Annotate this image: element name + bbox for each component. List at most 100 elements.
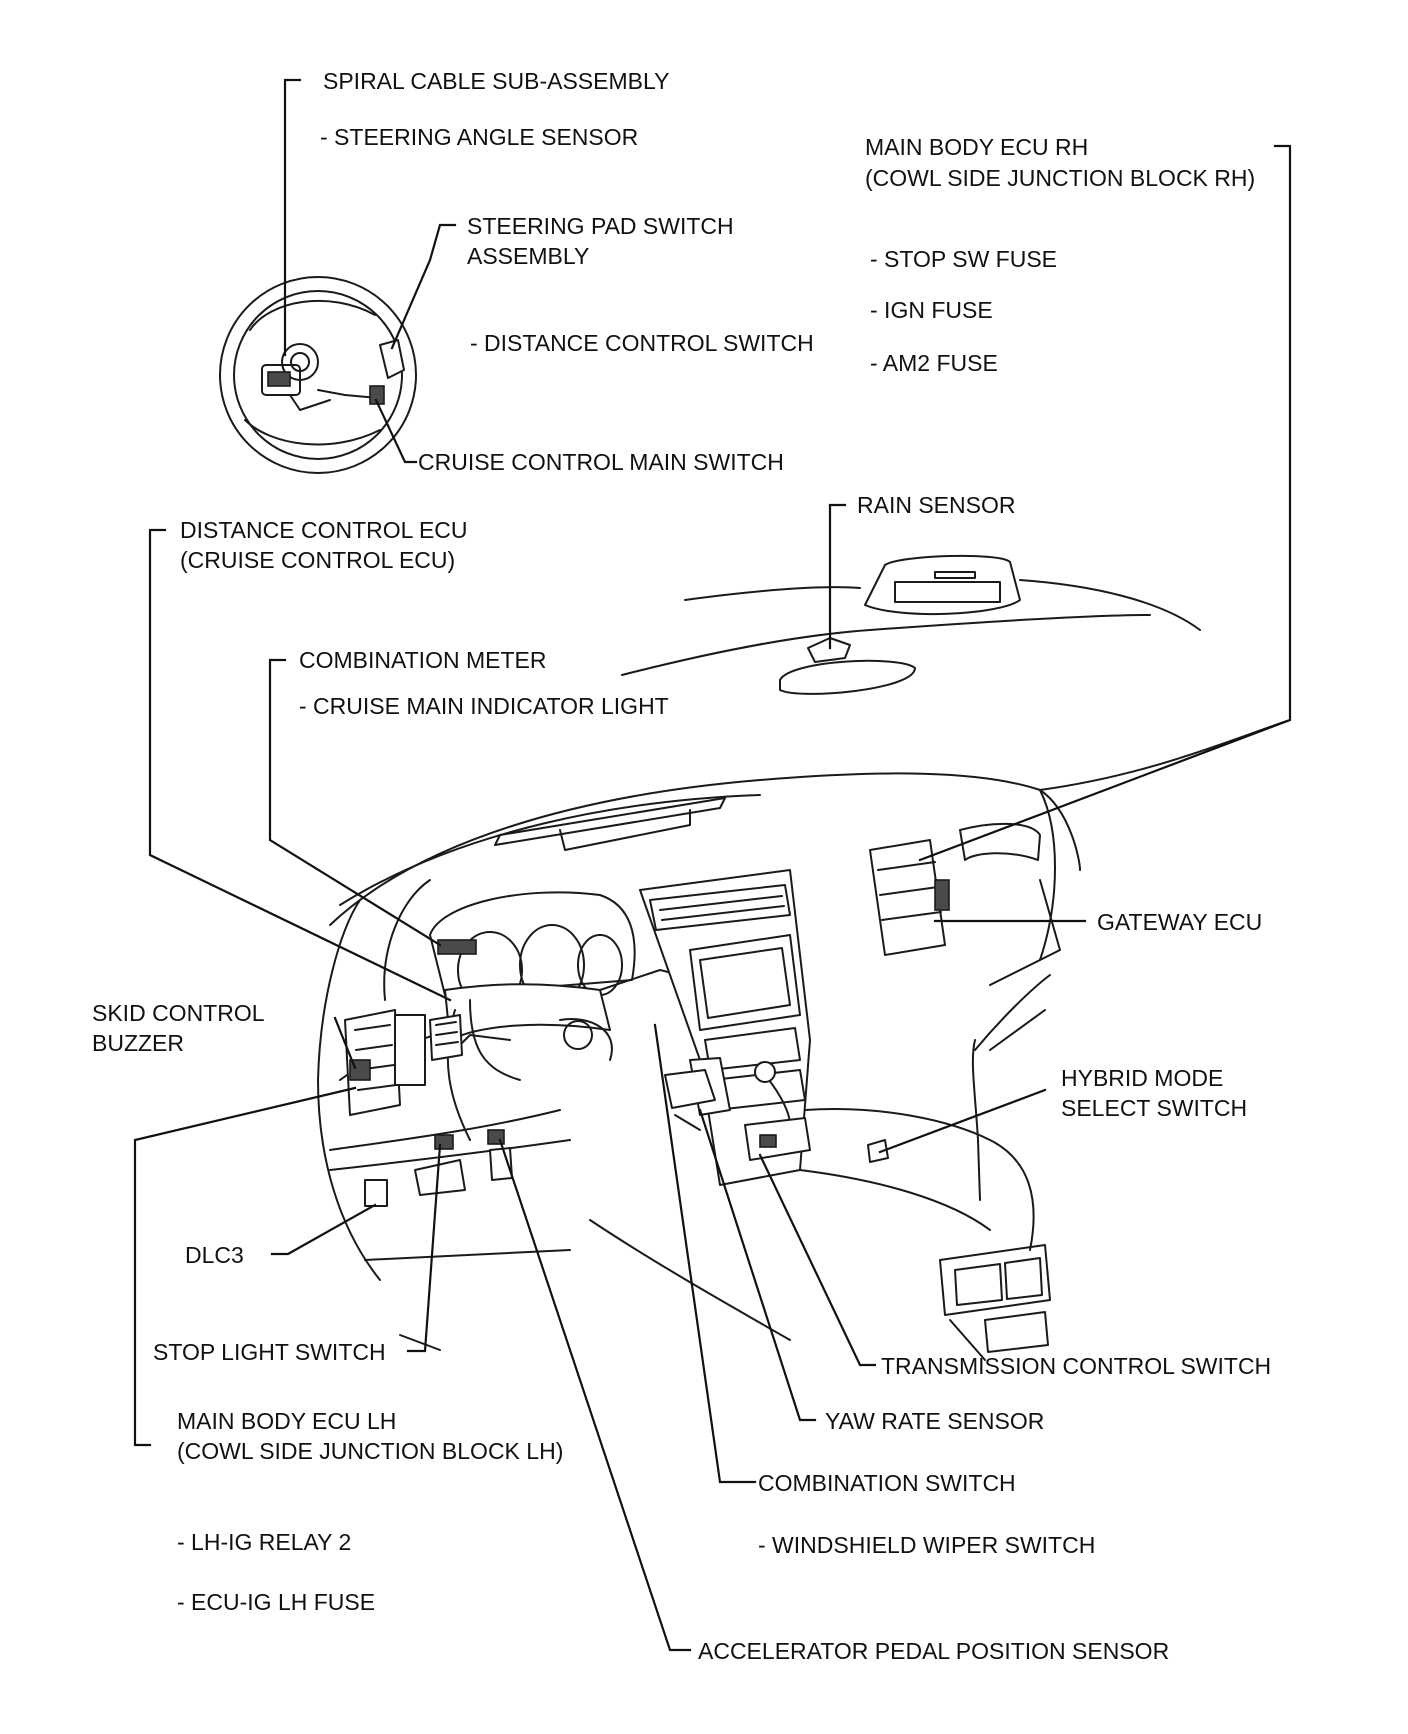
- dashboard-illustration: [317, 719, 1291, 1361]
- label-spiral-cable: SPIRAL CABLE SUB-ASSEMBLY: [323, 68, 669, 94]
- label-am2-fuse: - AM2 FUSE: [870, 350, 998, 376]
- leader-rain-sensor: [828, 503, 847, 650]
- floor-line-left: [364, 1249, 571, 1261]
- rear-console-pocket: [984, 1311, 1049, 1353]
- right-air-vent: [959, 822, 1041, 861]
- label-ecu-ig-lh-fuse: - ECU-IG LH FUSE: [177, 1589, 375, 1615]
- overhead-console: [864, 554, 1021, 616]
- glove-box-lower: [974, 974, 1051, 1051]
- label-steering-angle-sensor: - STEERING ANGLE SENSOR: [320, 124, 638, 150]
- transmission-switch-button: [759, 1134, 777, 1148]
- label-transmission-control-switch: TRANSMISSION CONTROL SWITCH: [881, 1353, 1271, 1379]
- headliner-front-edge: [621, 614, 1151, 676]
- label-combination-switch: COMBINATION SWITCH: [758, 1470, 1016, 1496]
- shift-knob: [754, 1061, 776, 1083]
- label-main-body-ecu-lh-1: MAIN BODY ECU LH: [177, 1408, 396, 1434]
- steering-wheel-rim-inner: [233, 290, 403, 460]
- wiper-lever: [317, 389, 379, 399]
- label-distance-control-switch: - DISTANCE CONTROL SWITCH: [470, 330, 814, 356]
- steering-wheel-spoke-bottom: [244, 419, 381, 446]
- main-body-ecu-lh-ribs: [354, 1024, 397, 1091]
- column-switch-hub: [563, 1020, 593, 1050]
- combination-meter-connector: [437, 939, 477, 955]
- yaw-rate-sensor-bracket: [674, 1114, 701, 1131]
- skid-control-buzzer-part: [349, 1059, 371, 1081]
- headliner-edge-left: [684, 586, 861, 601]
- label-ign-fuse: - IGN FUSE: [870, 297, 993, 323]
- leader-accelerator-pedal: [498, 1138, 692, 1652]
- center-upper-vent: [649, 884, 791, 931]
- label-stop-light-switch: STOP LIGHT SWITCH: [153, 1339, 386, 1365]
- steering-switch-block-left: [267, 371, 291, 387]
- left-air-vent-slats: [435, 1021, 459, 1046]
- hybrid-mode-select-switch-part: [867, 1139, 889, 1163]
- turn-signal-lever: [459, 1034, 511, 1046]
- console-armrest: [971, 1039, 981, 1201]
- stop-light-switch-part: [434, 1134, 454, 1150]
- label-main-body-ecu-rh-1: MAIN BODY ECU RH: [865, 134, 1088, 160]
- leader-main-body-ecu-rh: [918, 144, 1292, 862]
- leader-main-body-ecu-lh: [133, 1086, 357, 1447]
- console-top-edge-rear: [804, 1108, 991, 1141]
- leader-cruise-main-switch: [374, 398, 418, 464]
- dash-top-inner: [339, 794, 761, 906]
- main-body-ecu-lh-part: [344, 1009, 401, 1116]
- lower-dash-line-1: [329, 1109, 561, 1151]
- label-stop-sw-fuse: - STOP SW FUSE: [870, 246, 1057, 272]
- steering-column-shaft: [559, 1018, 613, 1061]
- leader-stop-light-switch: [406, 1143, 442, 1353]
- label-main-body-ecu-rh-2: (COWL SIDE JUNCTION BLOCK RH): [865, 165, 1255, 191]
- steering-wheel-rim: [219, 276, 417, 474]
- callout-labels: SPIRAL CABLE SUB-ASSEMBLY - STEERING ANG…: [92, 68, 1271, 1664]
- console-side: [799, 1169, 991, 1231]
- defroster-slot: [494, 797, 726, 846]
- leader-steering-pad-switch: [390, 223, 457, 350]
- leader-spiral-cable: [283, 78, 302, 357]
- label-accelerator-pedal: ACCELERATOR PEDAL POSITION SENSOR: [698, 1638, 1169, 1664]
- console-rear-top: [989, 1139, 1035, 1251]
- label-steering-pad-switch-1: STEERING PAD SWITCH: [467, 213, 734, 239]
- label-windshield-wiper-switch: - WINDSHIELD WIPER SWITCH: [758, 1532, 1095, 1558]
- dlc3-part: [364, 1179, 388, 1207]
- dash-left-contour: [317, 899, 381, 1281]
- cowl-junction-block-lh: [394, 1014, 426, 1086]
- label-main-body-ecu-lh-2: (COWL SIDE JUNCTION BLOCK LH): [177, 1438, 563, 1464]
- leader-combination-meter: [268, 658, 442, 947]
- floor-line-center: [589, 1219, 791, 1341]
- leader-dlc3: [270, 1203, 377, 1256]
- windshield-base-right: [1039, 719, 1291, 791]
- label-cruise-main-indicator: - CRUISE MAIN INDICATOR LIGHT: [299, 693, 669, 719]
- spiral-cable-core: [290, 352, 310, 372]
- label-cruise-main-switch: CRUISE CONTROL MAIN SWITCH: [418, 449, 784, 475]
- steering-wheel-illustration: [219, 276, 417, 474]
- leader-lines: [133, 78, 1292, 1652]
- gateway-ecu-ribs: [877, 861, 942, 921]
- leader-skid-control-buzzer: [333, 1016, 357, 1070]
- left-pillar: [383, 879, 431, 1001]
- lower-dash-line-2: [329, 1139, 571, 1171]
- gateway-ecu-part: [869, 839, 946, 956]
- glove-box-edge: [989, 879, 1061, 986]
- leader-yaw-rate-sensor: [698, 1108, 817, 1422]
- leader-combination-switch: [653, 1023, 757, 1484]
- label-distance-control-ecu-2: (CRUISE CONTROL ECU): [180, 547, 455, 573]
- rear-vent-louvres: [954, 1257, 1043, 1306]
- rear-console-vents: [939, 1244, 1051, 1316]
- brake-pedal: [414, 1159, 466, 1196]
- gateway-ecu-connector: [934, 879, 950, 911]
- label-distance-control-ecu-1: DISTANCE CONTROL ECU: [180, 517, 468, 543]
- rear-view-mirror: [779, 659, 916, 695]
- label-hybrid-mode-2: SELECT SWITCH: [1061, 1095, 1247, 1121]
- steering-column-detail: [289, 394, 331, 411]
- spiral-cable-part: [281, 343, 319, 381]
- label-skid-control-buzzer-1: SKID CONTROL: [92, 1000, 265, 1026]
- label-hybrid-mode-1: HYBRID MODE: [1061, 1065, 1223, 1091]
- label-rain-sensor: RAIN SENSOR: [857, 492, 1015, 518]
- label-yaw-rate-sensor: YAW RATE SENSOR: [825, 1408, 1044, 1434]
- floor-line-front: [399, 1334, 441, 1351]
- console-base: [949, 1319, 986, 1361]
- rain-sensor-part: [807, 637, 851, 663]
- label-steering-pad-switch-2: ASSEMBLY: [467, 243, 589, 269]
